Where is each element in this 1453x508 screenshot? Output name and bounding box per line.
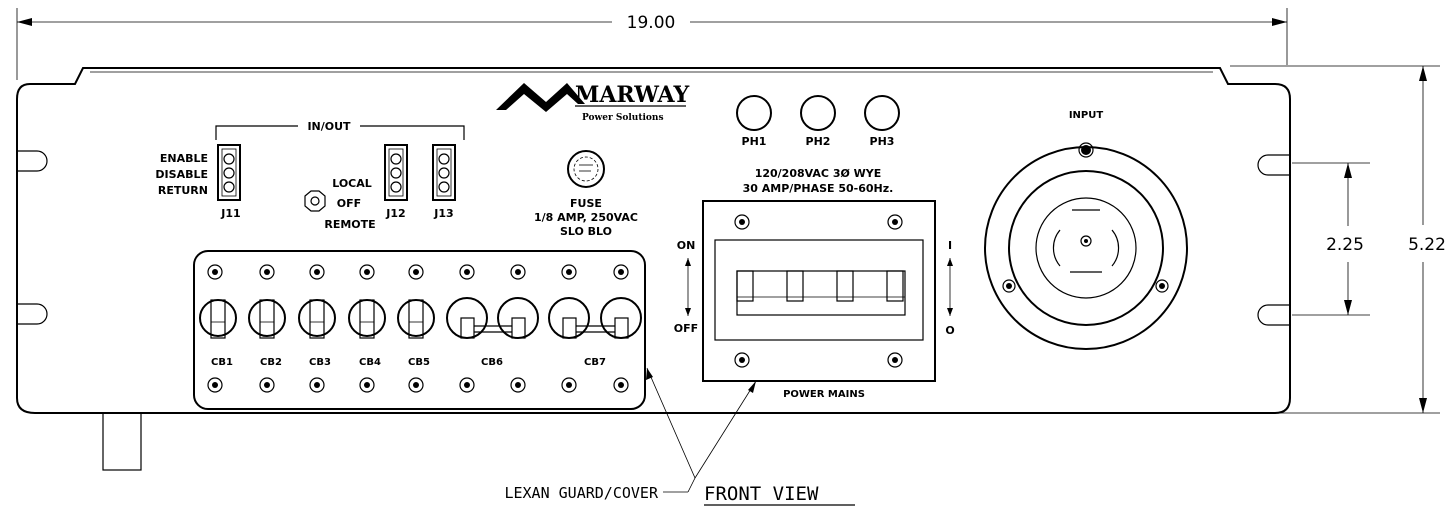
- mounting-slots: [17, 150, 1290, 326]
- mode-switch[interactable]: [304, 190, 326, 212]
- breaker-screws-bottom: [207, 377, 629, 393]
- connector-j13[interactable]: [432, 144, 456, 201]
- brand-tagline: Power Solutions: [582, 113, 664, 123]
- slot-spacing-dimension: 2.25: [1292, 162, 1370, 316]
- fuse-rating: 1/8 AMP, 250VAC: [534, 211, 638, 224]
- connector-j11-label: J11: [220, 207, 240, 220]
- breaker-cb1-label: CB1: [211, 357, 233, 368]
- breaker-cb3[interactable]: [298, 299, 336, 339]
- power-mains-screws: [734, 214, 903, 368]
- input-label: INPUT: [1069, 110, 1104, 121]
- logo-mark: [496, 83, 585, 112]
- lexan-note: LEXAN GUARD/COVER: [504, 484, 658, 502]
- power-spec-line2: 30 AMP/PHASE 50-60Hz.: [743, 182, 894, 195]
- pin-label-return: RETURN: [158, 184, 208, 197]
- switch-label-remote: REMOTE: [324, 218, 375, 231]
- connector-j13-label: J13: [433, 207, 453, 220]
- slot-spacing-label: 2.25: [1326, 235, 1364, 255]
- breaker-cb6-label: CB6: [481, 357, 503, 368]
- mains-on-label: ON: [677, 239, 696, 252]
- power-mains-breaker[interactable]: [714, 239, 924, 341]
- switch-label-off: OFF: [337, 197, 361, 210]
- breaker-cb5-label: CB5: [408, 357, 430, 368]
- rack-panel: [16, 67, 1291, 414]
- breaker-cb6[interactable]: [446, 297, 539, 339]
- mains-off-label: OFF: [674, 322, 698, 335]
- pin-label-disable: DISABLE: [155, 168, 208, 181]
- rack-foot: [102, 412, 142, 471]
- phase-label-3: PH3: [870, 135, 895, 148]
- breaker-cb4-label: CB4: [359, 357, 381, 368]
- breaker-cb1[interactable]: [199, 299, 237, 339]
- breaker-guard: [193, 250, 646, 410]
- phase-lamp-3: [864, 95, 900, 131]
- breaker-cb7-label: CB7: [584, 357, 606, 368]
- height-dimension-label: 5.22: [1408, 235, 1446, 255]
- phase-label-1: PH1: [742, 135, 767, 148]
- fuse-type: SLO BLO: [560, 225, 612, 238]
- breaker-cb2-label: CB2: [260, 357, 282, 368]
- connector-j12-label: J12: [385, 207, 405, 220]
- mains-direction-arrow-left: [685, 258, 691, 316]
- phase-lamp-1: [736, 95, 772, 131]
- width-dimension-label: 19.00: [627, 13, 676, 33]
- input-receptacle[interactable]: [984, 142, 1188, 350]
- phase-lamp-2: [800, 95, 836, 131]
- phase-label-2: PH2: [806, 135, 831, 148]
- connector-j11[interactable]: [217, 144, 241, 201]
- breaker-cb2[interactable]: [248, 299, 286, 339]
- power-spec-line1: 120/208VAC 3Ø WYE: [755, 167, 882, 180]
- brand-name: MARWAY: [575, 82, 689, 108]
- power-mains-guard: [702, 200, 936, 382]
- breaker-cb7[interactable]: [548, 297, 642, 339]
- fuse-label: FUSE: [570, 197, 602, 210]
- mains-direction-arrow-right: [947, 258, 953, 316]
- fuse-holder[interactable]: [567, 150, 605, 188]
- breaker-cb3-label: CB3: [309, 357, 331, 368]
- breaker-screws-top: [207, 264, 629, 280]
- switch-label-local: LOCAL: [332, 177, 372, 190]
- io-group-label: IN/OUT: [307, 120, 351, 133]
- view-title: FRONT VIEW: [704, 483, 819, 505]
- mains-on-symbol: I: [948, 239, 952, 252]
- io-group: IN/OUT ENABLE DISABLE RETURN J11 LOCAL O…: [155, 120, 465, 231]
- power-mains-label: POWER MAINS: [783, 389, 865, 400]
- brand-logo: MARWAY Power Solutions: [496, 82, 689, 123]
- breaker-cb4[interactable]: [348, 299, 386, 339]
- breaker-cb5[interactable]: [397, 299, 435, 339]
- width-dimension: 19.00: [16, 8, 1288, 80]
- phase-indicators: PH1 PH2 PH3: [736, 95, 900, 148]
- pin-label-enable: ENABLE: [160, 152, 208, 165]
- connector-j12[interactable]: [384, 144, 408, 201]
- lexan-callout: [646, 367, 757, 493]
- mains-off-symbol: O: [945, 324, 954, 337]
